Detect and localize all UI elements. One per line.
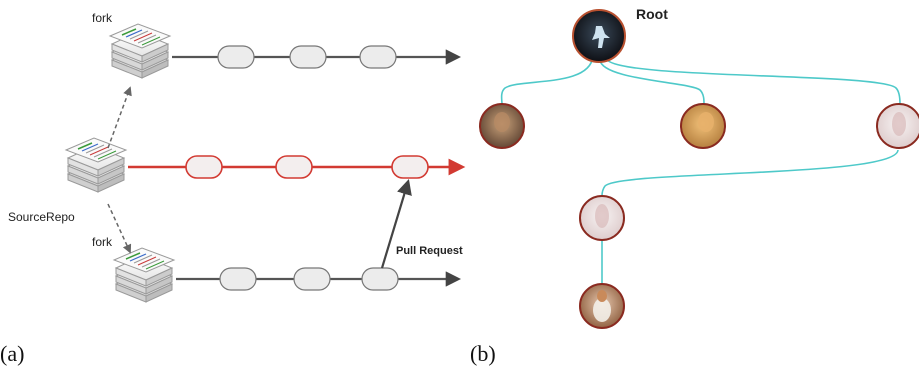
commit-node [359,45,397,69]
panel-b: Root (b) [470,6,919,366]
face-icon [698,112,714,132]
commit-node [275,155,313,179]
panel-a: fork SourceRepo fork Pull Request [0,11,466,366]
fork-repo-bottom-icon [113,247,175,303]
commit-node [289,45,327,69]
figure-icon [593,298,611,322]
tree-edge [500,55,594,105]
tree-edge [601,149,899,197]
fork-down-arrow [107,203,132,254]
pull-request-arrow [380,179,412,269]
fork-repo-top-icon [109,23,171,79]
commit-node [361,267,399,291]
tree-edge [605,57,901,105]
fork-bottom-label: fork [92,235,113,249]
face-icon [597,290,607,302]
root-label: Root [636,6,668,22]
fork-up-arrow [107,86,132,149]
tree-edge [599,59,705,105]
fork-top-label: fork [92,11,113,25]
commit-node [219,267,257,291]
face-icon [494,112,510,132]
figure-icon [595,204,609,228]
panel-a-label: (a) [0,341,24,366]
figure-icon [892,112,906,136]
source-repo-label: SourceRepo [8,210,75,224]
source-repo-icon [65,137,127,193]
commit-node [185,155,223,179]
root-figure-icon [592,26,610,48]
merge-commit-node [391,155,429,179]
pull-request-label: Pull Request [396,245,463,257]
panel-b-label: (b) [470,341,496,366]
commit-node [217,45,255,69]
commit-node [293,267,331,291]
